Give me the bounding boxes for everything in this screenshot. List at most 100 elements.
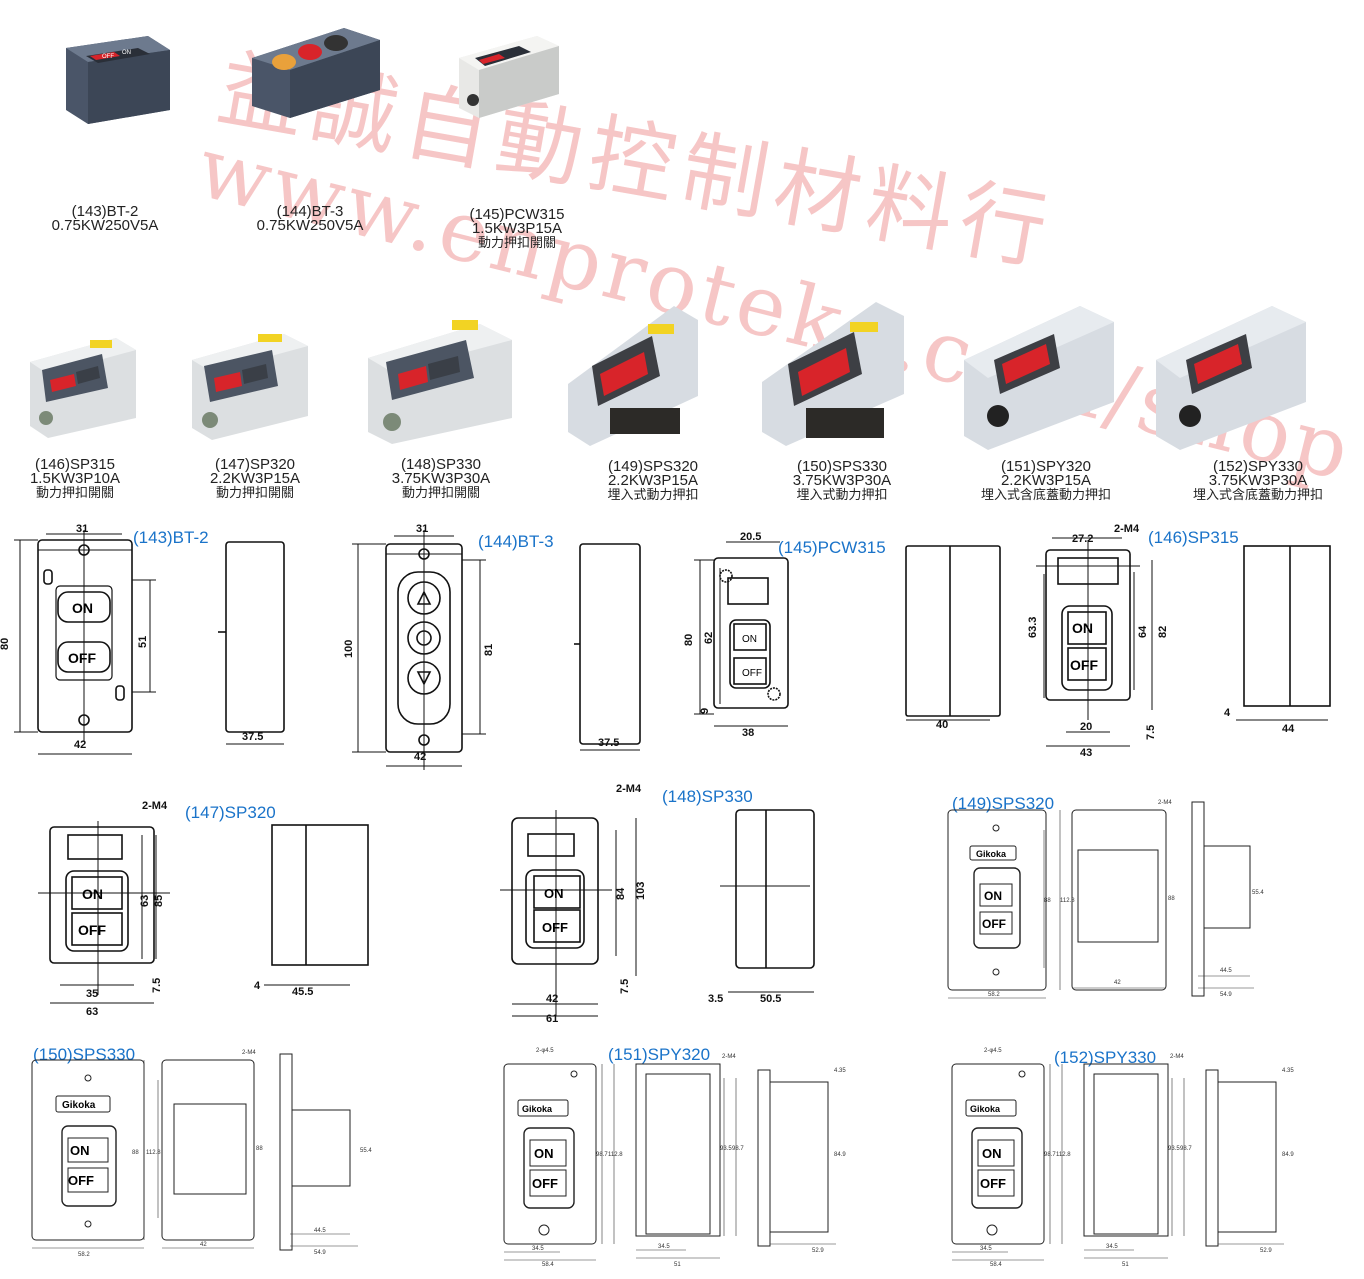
dim-spy320-w4: 51 xyxy=(674,1262,681,1268)
photo-on-label: ON xyxy=(122,50,131,56)
dim-sp330-b: 7.5 xyxy=(619,979,631,994)
spy330-brand: Gikoka xyxy=(970,1104,1001,1114)
dim-bt2-width-bottom: 42 xyxy=(74,739,86,751)
dim-sp315-d2: 4 xyxy=(1224,707,1231,719)
spy320-on-label: ON xyxy=(534,1146,554,1161)
photo-sp315 xyxy=(30,338,136,438)
dim-spy330-phi: 2-φ4.5 xyxy=(984,1048,1002,1054)
sp320-off-label: OFF xyxy=(78,922,106,938)
dim-sp320-d1: 4 xyxy=(254,980,261,992)
dim-spy330-h1: 98.7 xyxy=(1044,1152,1056,1158)
dim-sps330-m4: 2-M4 xyxy=(242,1050,256,1056)
dim-sps320-h3: 88 xyxy=(1168,896,1175,902)
dim-sps330-d: 55.4 xyxy=(360,1148,372,1154)
dim-pcw315-width-bottom: 38 xyxy=(742,727,754,739)
dim-spy320-w3: 34.5 xyxy=(658,1244,670,1250)
dim-pcw315-offset: 9 xyxy=(699,708,711,714)
dim-sp315-b: 7.5 xyxy=(1145,725,1157,740)
drawing-spy320: 2-φ4.5 2-M4 98.7 112.8 34.5 58.4 93.5 98… xyxy=(503,1048,846,1268)
bt2-on-label: ON xyxy=(72,600,93,616)
dim-sp330-w1: 42 xyxy=(546,993,558,1005)
dim-sp315-w1: 20 xyxy=(1080,721,1092,733)
sp315-on-label: ON xyxy=(1072,620,1093,636)
dim-sp320-h1: 63 xyxy=(139,895,151,907)
drawing-bt2: 31 80 51 42 37.5 ON OFF xyxy=(0,523,285,755)
dim-bt3-width-bottom: 42 xyxy=(414,751,426,763)
dim-sps320-w: 58.2 xyxy=(988,992,1000,998)
dim-sps320-d1: 44.5 xyxy=(1220,968,1232,974)
drawing-title-pcw315: (145)PCW315 xyxy=(778,538,886,557)
dim-sp320-b: 7.5 xyxy=(151,978,163,993)
dim-spy330-m4: 2-M4 xyxy=(1170,1054,1184,1060)
dim-sp330-depth: 50.5 xyxy=(760,993,781,1005)
dim-bt3-height: 100 xyxy=(343,640,355,658)
drawing-title-spy330: (152)SPY330 xyxy=(1054,1048,1157,1067)
bt2-off-label: OFF xyxy=(68,650,96,666)
sps330-off-label: OFF xyxy=(68,1173,94,1188)
photo-sp330 xyxy=(368,320,512,444)
drawing-bt3: 31 100 81 42 37.5 xyxy=(343,523,641,770)
dim-spy320-w2: 58.4 xyxy=(542,1262,554,1268)
sp320-on-label: ON xyxy=(82,886,103,902)
dim-sps330-d1: 44.5 xyxy=(314,1228,326,1234)
dim-spy330-h4: 98.7 xyxy=(1180,1146,1192,1152)
dim-sp320-w2: 63 xyxy=(86,1006,98,1018)
dim-sp330-m4: 2-M4 xyxy=(616,783,642,795)
dim-sps330-d2: 54.9 xyxy=(314,1250,326,1256)
sps320-brand: Gikoka xyxy=(976,849,1007,859)
photo-spy330 xyxy=(1156,306,1306,450)
dim-sp330-w2: 61 xyxy=(546,1013,558,1025)
dim-sps320-h2: 112.8 xyxy=(1060,898,1075,904)
photo-spy320 xyxy=(964,306,1114,450)
drawing-sp315: 27.2 2-M4 63.3 64 82 20 43 7.5 4 44 ON O… xyxy=(1027,523,1331,759)
drawing-title-sp315: (146)SP315 xyxy=(1148,528,1239,547)
sps330-on-label: ON xyxy=(70,1143,90,1158)
dim-bt2-width-top: 31 xyxy=(76,523,88,535)
sps320-off-label: OFF xyxy=(982,917,1006,931)
dim-sp320-m4: 2-M4 xyxy=(142,800,168,812)
dim-spy320-h3: 93.5 xyxy=(720,1146,732,1152)
photo-sps330 xyxy=(762,302,904,446)
dim-spy330-w1: 34.5 xyxy=(980,1246,992,1252)
dim-pcw315-height: 80 xyxy=(683,634,695,646)
dim-sp330-h2: 103 xyxy=(635,882,647,900)
dim-sp315-m4: 2-M4 xyxy=(1114,523,1140,535)
dim-sp315-depth: 44 xyxy=(1282,723,1295,735)
photo-pcw315 xyxy=(459,36,559,118)
drawing-sps330: 2-M4 88 112.8 58.2 42 88 55.4 44.5 54.9 … xyxy=(31,1050,372,1258)
drawing-title-bt3: (144)BT-3 xyxy=(478,532,554,551)
dim-sp320-depth: 45.5 xyxy=(292,986,313,998)
dim-spy320-phi: 2-φ4.5 xyxy=(536,1048,554,1054)
dim-sps320-d: 55.4 xyxy=(1252,890,1264,896)
dim-sp330-h1: 84 xyxy=(615,887,627,900)
dim-sp315-h2: 64 xyxy=(1137,625,1149,638)
photo-bt2: OFF ON xyxy=(66,36,170,124)
sp330-off-label: OFF xyxy=(542,920,568,935)
dim-spy320-h2: 112.8 xyxy=(608,1152,623,1158)
drawing-title-sps330: (150)SPS330 xyxy=(33,1045,136,1064)
dim-spy330-w3: 34.5 xyxy=(1106,1244,1118,1250)
dim-spy320-m4: 2-M4 xyxy=(722,1054,736,1060)
dim-sps330-h3: 88 xyxy=(256,1146,263,1152)
dim-bt2-inner: 51 xyxy=(137,636,149,648)
drawing-title-bt2: (143)BT-2 xyxy=(133,528,209,547)
dim-spy330-w2: 58.4 xyxy=(990,1262,1002,1268)
dim-spy330-d2: 52.9 xyxy=(1260,1248,1272,1254)
dim-spy320-d: 84.9 xyxy=(834,1152,846,1158)
dim-sps330-h1: 88 xyxy=(132,1150,139,1156)
dim-spy320-h4: 98.7 xyxy=(732,1146,744,1152)
sps320-on-label: ON xyxy=(984,889,1002,903)
pcw315-on-label: ON xyxy=(742,634,757,645)
dim-spy330-h3: 93.5 xyxy=(1168,1146,1180,1152)
drawing-sp330: 2-M4 84 103 42 61 7.5 3.5 50.5 ON OFF xyxy=(500,783,815,1025)
dim-bt2-height: 80 xyxy=(0,638,11,650)
spy330-on-label: ON xyxy=(982,1146,1002,1161)
dim-sp315-h3: 82 xyxy=(1157,626,1169,638)
